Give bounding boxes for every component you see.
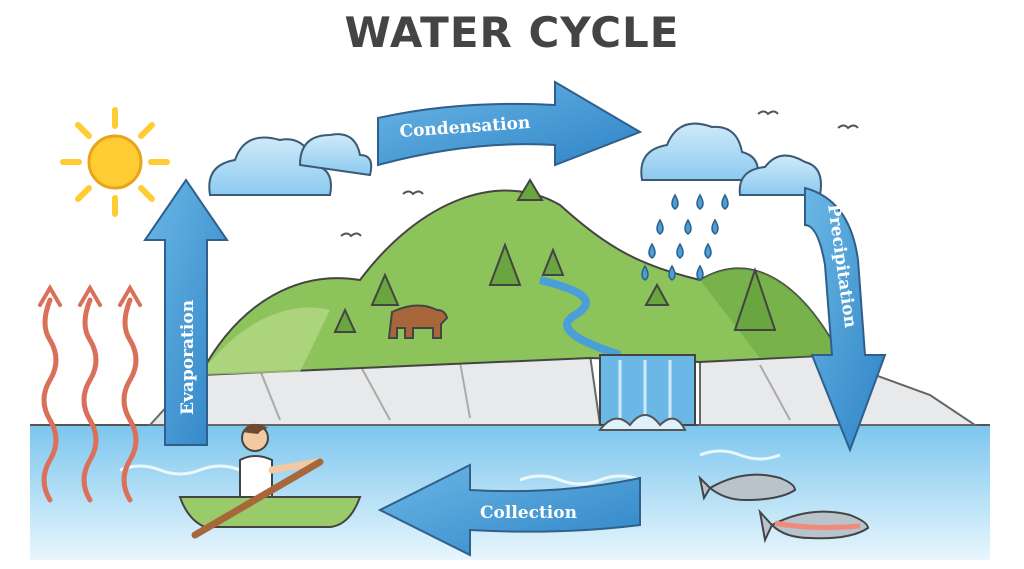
condensation-arrow: Condensation [377, 80, 643, 167]
collection-arrow: Collection [377, 463, 641, 557]
heat-waves [38, 284, 142, 503]
rain-drops [641, 193, 729, 281]
collection-label: Collection [480, 503, 577, 523]
trees [333, 178, 777, 333]
clouds-right [640, 122, 822, 196]
birds [340, 110, 859, 238]
evaporation-arrow: Evaporation [143, 178, 229, 446]
diagram-title: WATER CYCLE [344, 8, 680, 57]
precipitation-arrow: Precipitation [804, 186, 887, 453]
river-waterfall [539, 276, 696, 431]
evaporation-label: Evaporation [178, 300, 198, 415]
boat-with-person [178, 423, 362, 539]
fish [698, 473, 870, 544]
bear [387, 304, 449, 339]
sun-icon [60, 107, 170, 217]
clouds-left [208, 133, 373, 196]
